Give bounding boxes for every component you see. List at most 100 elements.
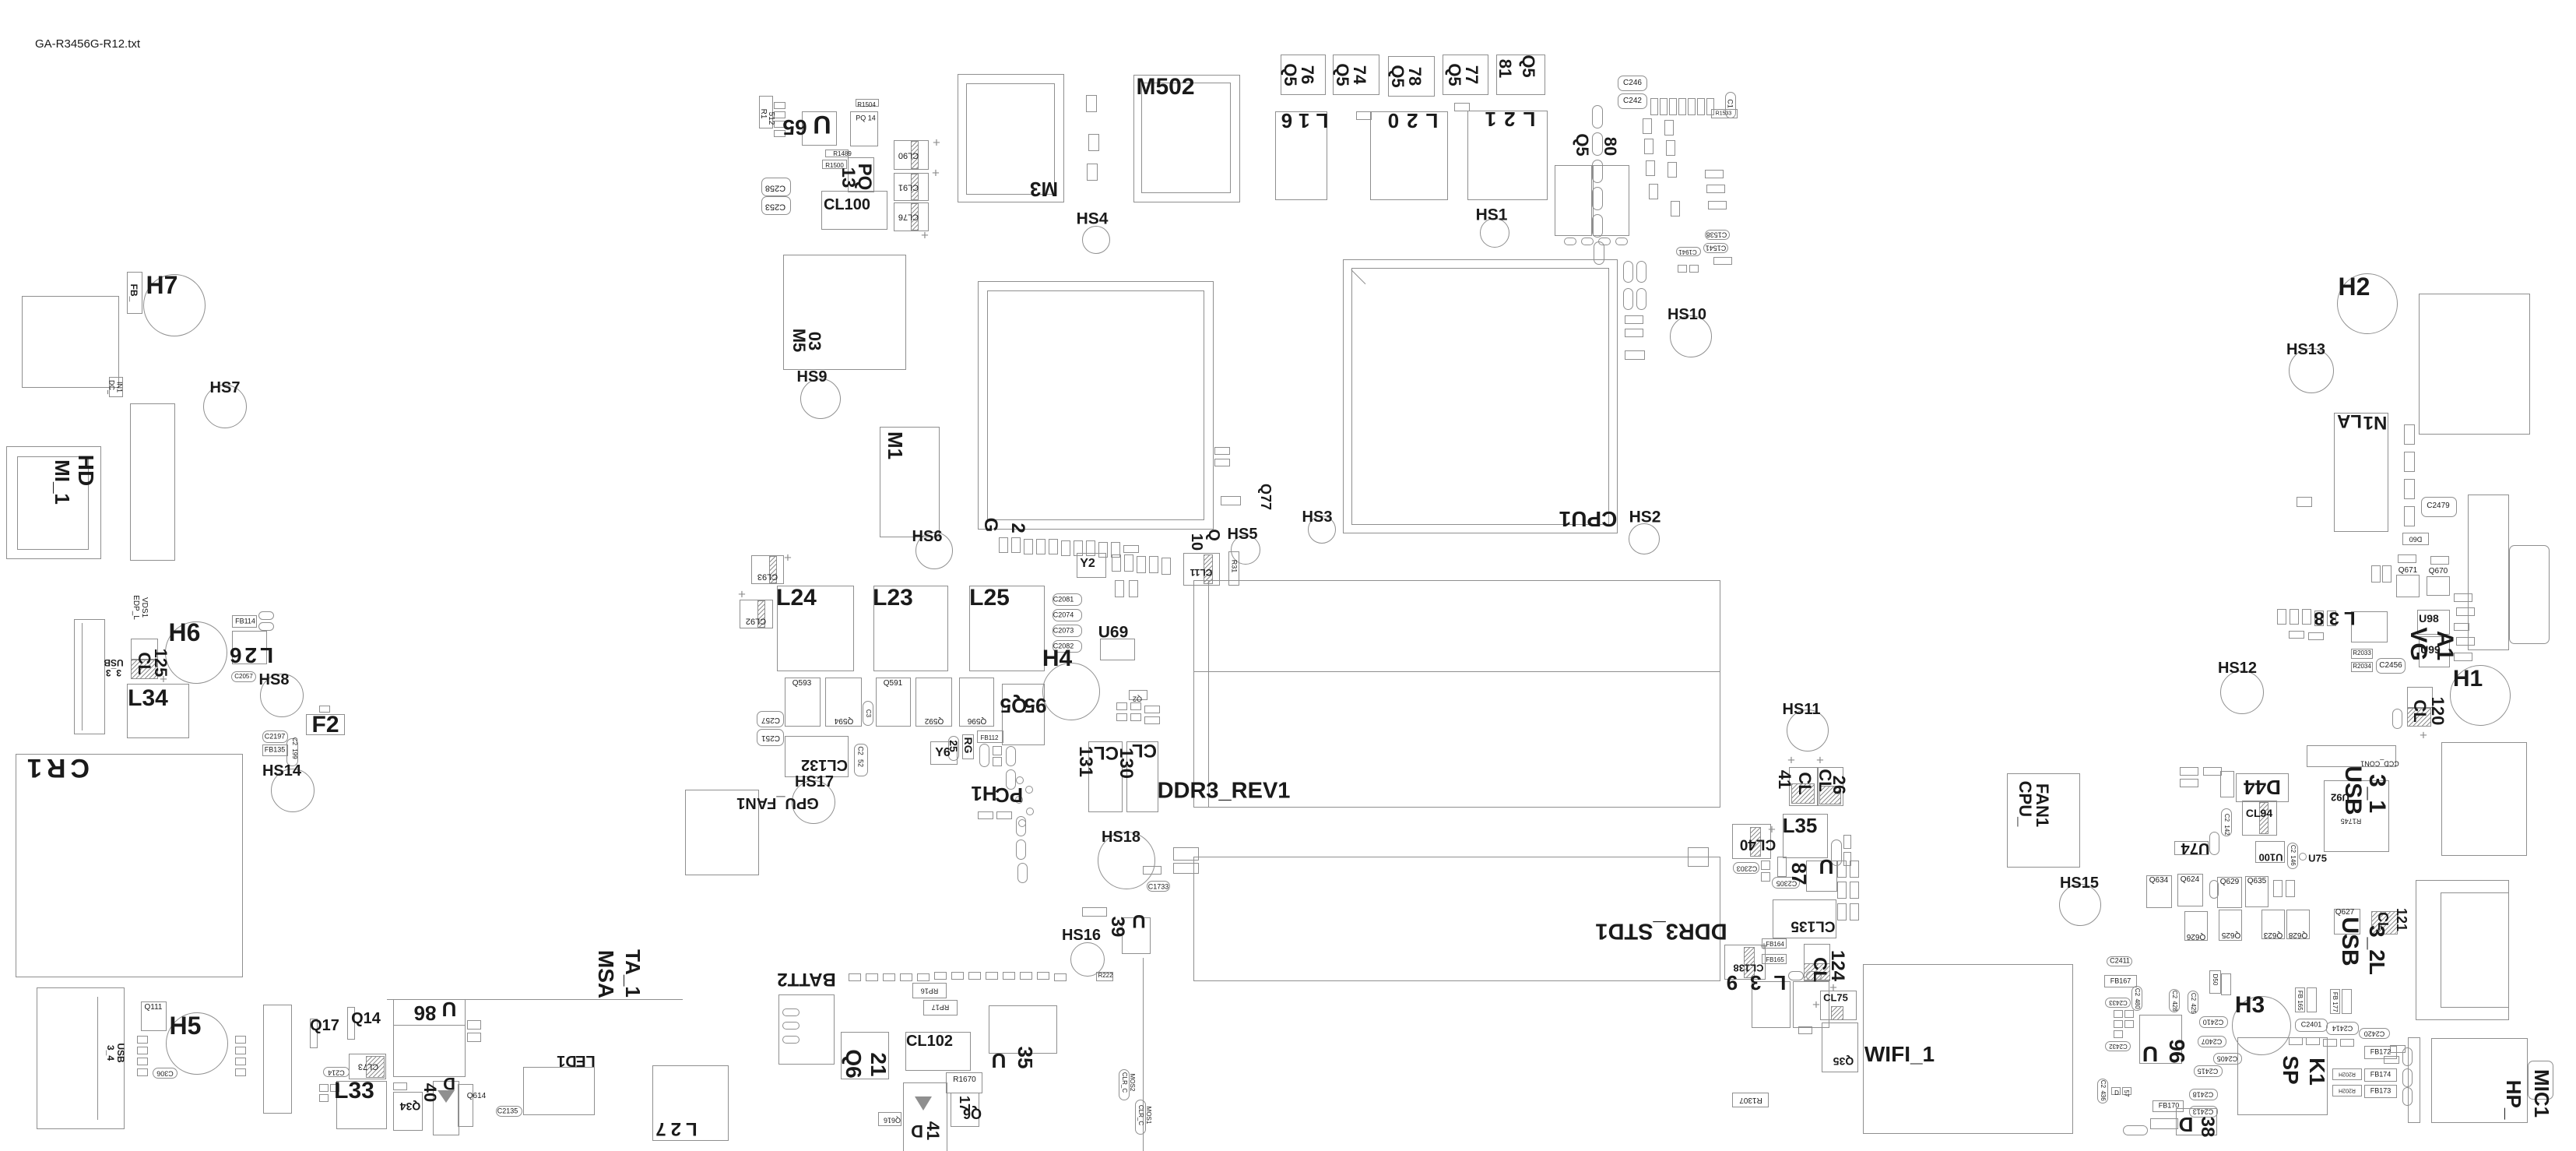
mount-hole (2299, 853, 2307, 861)
component-outline (137, 1036, 148, 1044)
component-outline (2236, 773, 2289, 802)
component-pad (1618, 93, 1647, 109)
label-q594: Q594 (834, 716, 854, 725)
component-outline (2209, 970, 2221, 994)
label-10: 10 (1188, 533, 1205, 551)
component-pad (1053, 593, 1082, 606)
component-outline (2180, 767, 2198, 776)
component-outline (2139, 1015, 2182, 1064)
component-outline (1713, 257, 1732, 265)
label-q591: Q591 (883, 679, 903, 688)
label-q77: Q77 (1258, 483, 1274, 511)
component-pad (1636, 288, 1646, 310)
label-q626: Q626 (2186, 932, 2206, 941)
component-outline (802, 111, 837, 146)
label-fan1: FAN1 (2033, 783, 2052, 828)
component-outline (2364, 1085, 2397, 1098)
label-m1: M1 (884, 431, 907, 460)
label-c2432: C2432 (2109, 1043, 2128, 1050)
component-outline (2221, 973, 2231, 995)
component-outline (1370, 111, 1448, 200)
label-u: U (441, 998, 457, 1021)
label-q2: Q2 (1132, 695, 1143, 703)
label-h5: H5 (169, 1012, 202, 1040)
component-outline (2290, 609, 2299, 625)
component-outline (1144, 706, 1160, 713)
board-line (1208, 580, 1209, 808)
label-rp16: RP16 (920, 987, 939, 995)
component-outline (2114, 1010, 2123, 1018)
component-outline (2332, 1068, 2362, 1080)
component-outline (2324, 780, 2389, 852)
component-outline (2408, 1037, 2420, 1123)
component-pad (2105, 1041, 2131, 1051)
component-outline (2177, 874, 2203, 906)
label-h4: H4 (1042, 646, 1073, 671)
component-pad (1053, 625, 1082, 637)
component-outline (2289, 1037, 2303, 1045)
component-outline (2441, 892, 2509, 1008)
component-outline (968, 972, 981, 980)
component-outline (966, 83, 1055, 195)
label-hs6: HS6 (912, 528, 943, 545)
label-cl: CL (1809, 957, 1830, 982)
hatched-pad (911, 174, 919, 200)
component-outline (2114, 1020, 2123, 1028)
component-outline (951, 1093, 979, 1127)
label-cl: CL (1132, 740, 1157, 761)
label-r202h: R202H (2339, 1071, 2356, 1077)
label-c246: C246 (1623, 79, 1642, 87)
label-c2: C2 (2134, 987, 2141, 997)
label-q670: Q670 (2428, 567, 2448, 576)
label-c1538: C1538 (1706, 231, 1727, 239)
component-outline (6, 446, 101, 559)
component-outline (1671, 201, 1680, 216)
component-outline (109, 377, 123, 397)
mount-hole (2220, 671, 2264, 714)
label-q628: Q628 (2288, 931, 2308, 939)
label-l25: L25 (969, 585, 1010, 611)
component-pad (2326, 1022, 2359, 1035)
label-hs7: HS7 (209, 379, 241, 396)
component-outline (1773, 899, 1836, 938)
component-outline (2286, 910, 2310, 939)
hatched-pad (1791, 783, 1815, 804)
label-c2411: C2411 (2110, 956, 2130, 965)
component-outline (235, 1036, 246, 1044)
component-pad (757, 711, 784, 727)
component-outline (1837, 861, 1847, 878)
label-n1: N1 (2363, 412, 2388, 433)
component-outline (2314, 611, 2324, 626)
component-pad (2107, 956, 2132, 966)
component-pad (1676, 247, 1701, 256)
label-q623: Q623 (2263, 931, 2283, 939)
component-pad (2105, 998, 2131, 1008)
component-outline (2217, 877, 2242, 908)
mount-hole (1670, 315, 1712, 357)
label-c2: C2 (2171, 990, 2178, 999)
label-q6: Q6 (962, 1106, 982, 1121)
component-outline (1141, 83, 1231, 193)
label-hs10: HS10 (1667, 306, 1707, 323)
label-c2410: C2410 (2202, 1018, 2224, 1026)
fiducial-cross: + (160, 671, 167, 687)
label-fb: FB (2332, 991, 2339, 1001)
component-outline (1789, 767, 1818, 806)
label-177: 177 (2332, 1001, 2339, 1012)
component-pad (1017, 863, 1028, 883)
label-r2033: R2033 (2353, 649, 2371, 656)
component-outline (878, 1112, 901, 1126)
component-outline (2404, 424, 2415, 445)
label-d: D (2178, 1113, 2194, 1136)
component-outline (1706, 185, 1725, 193)
label-u98: U98 (2419, 612, 2439, 625)
mount-hole (1231, 535, 1260, 565)
label-q6: Q6 (842, 1049, 866, 1079)
component-outline (2242, 801, 2277, 836)
label-c2303: C2303 (1736, 864, 1758, 873)
component-outline (917, 973, 930, 981)
label-c2: C2 (291, 737, 298, 746)
label-clr-c: CLR_C (1121, 1072, 1128, 1093)
label-hs14: HS14 (262, 762, 302, 780)
component-pad (2189, 1089, 2218, 1100)
